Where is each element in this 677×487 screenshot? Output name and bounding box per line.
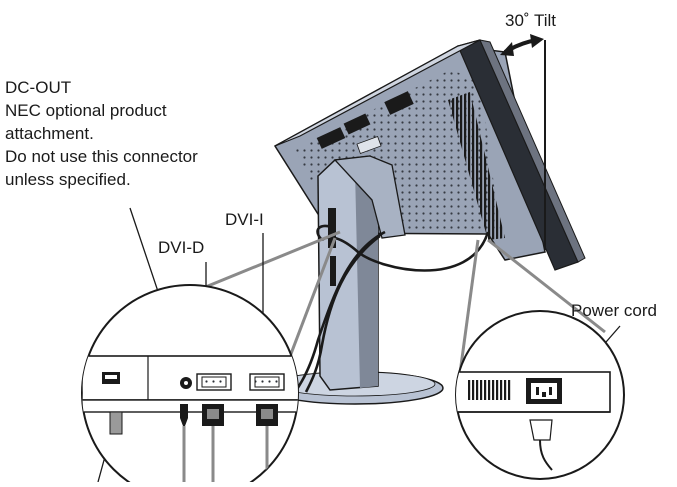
dc-out-line: Do not use this connector [5, 147, 198, 166]
cable-loop [316, 224, 335, 241]
cables [293, 224, 490, 393]
cable-power [321, 231, 490, 272]
power-cord-label: Power cord [571, 301, 657, 320]
dc-out-line: DC-OUT [5, 78, 72, 97]
connector-panel-callout [81, 284, 299, 487]
power-plug [529, 419, 553, 441]
dvi-i-label: DVI-I [225, 210, 264, 229]
audio-plug [180, 404, 188, 426]
tilt-label: 30˚ Tilt [505, 11, 557, 30]
cable-dvi [293, 230, 386, 393]
tilt-arrow-head-right [530, 34, 544, 48]
mount-block [384, 91, 414, 115]
dc-out-line: unless specified. [5, 170, 131, 189]
mount-block [316, 127, 346, 149]
connector-housing-lip [82, 399, 298, 413]
dvi-d-port [201, 376, 227, 388]
tilt-indicator [500, 34, 546, 250]
dc-out-line: attachment. [5, 124, 94, 143]
leader-to-right-callout [487, 238, 606, 334]
dc-out-label: DC-OUT NEC optional product attachment. … [5, 76, 198, 191]
cable-dvi-second [304, 234, 381, 393]
dvi-d-label: DVI-D [158, 238, 205, 257]
mount-block [343, 113, 371, 135]
stand-hinge [333, 155, 406, 239]
cable-clip [330, 256, 336, 286]
grey-plug [109, 411, 123, 435]
power-cord-cable [539, 439, 553, 471]
tilt-arrow-head-left [500, 42, 514, 56]
power-vents [468, 380, 512, 400]
dc-out-line: NEC optional product [5, 101, 167, 120]
stand-column-shadow [355, 170, 378, 388]
dvi-i-port [254, 376, 280, 388]
power-inlet-callout [455, 310, 625, 480]
label-plate [356, 136, 382, 154]
panel-top-edge [274, 39, 481, 147]
vent-grille [448, 92, 505, 240]
